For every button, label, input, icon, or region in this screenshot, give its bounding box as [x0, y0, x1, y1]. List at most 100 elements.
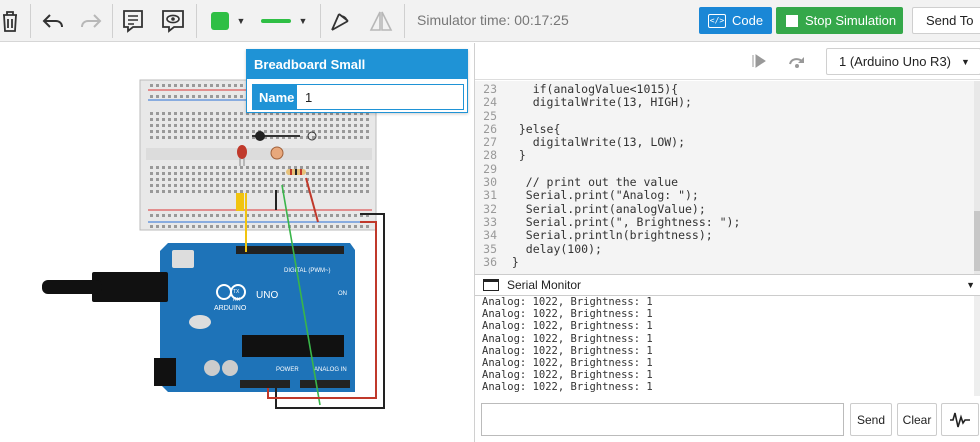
line-number: 30: [483, 175, 497, 190]
analog-header: [300, 380, 350, 388]
code-text: digitalWrite(13, LOW);: [505, 135, 686, 150]
step-over-icon[interactable]: [787, 53, 807, 74]
line-number: 26: [483, 121, 497, 136]
code-line: 33 Serial.print(", Brightness: ");: [475, 214, 975, 229]
stop-simulation-label: Stop Simulation: [805, 13, 897, 28]
delete-icon[interactable]: [0, 6, 20, 36]
chevron-down-icon[interactable]: ▼: [966, 280, 975, 290]
simulator-time: Simulator time: 00:17:25: [417, 12, 569, 28]
clear-button-label: Clear: [902, 412, 932, 427]
capacitor-1: [204, 360, 220, 376]
circuit-canvas[interactable]: UNO ARDUINO DIGITAL (PWM~) POWER ANALOG …: [0, 43, 474, 442]
code-text: Serial.print("Analog: ");: [505, 188, 699, 203]
on-label: ON: [338, 291, 347, 297]
device-select[interactable]: 1 (Arduino Uno R3) ▼: [826, 48, 980, 75]
code-line: 28 }: [475, 148, 975, 163]
inspector-title: Breadboard Small: [247, 50, 467, 79]
slider-component[interactable]: [252, 131, 317, 141]
step-icon[interactable]: [751, 53, 767, 74]
color-picker[interactable]: ▼: [206, 6, 250, 36]
reset-button: [172, 250, 194, 268]
name-input[interactable]: 1: [305, 90, 313, 105]
serial-line: Analog: 1022, Brightness: 1: [482, 332, 653, 345]
line-number: 25: [483, 108, 497, 123]
stop-simulation-button[interactable]: Stop Simulation: [776, 7, 903, 34]
serial-line: Analog: 1022, Brightness: 1: [482, 320, 653, 333]
code-text: if(analogValue<1015){: [505, 82, 679, 96]
serial-monitor-header[interactable]: Serial Monitor ▼: [475, 274, 980, 296]
line-number: 32: [483, 201, 497, 216]
wire-type-picker[interactable]: ▼: [256, 6, 312, 36]
line-number: 29: [483, 161, 497, 176]
arduino-label: ARDUINO: [214, 305, 247, 312]
power-jack: [154, 358, 176, 386]
analog-in-label: ANALOG IN: [314, 367, 347, 373]
crystal: [189, 315, 211, 329]
usb-plug: [42, 280, 102, 294]
editor-scrollbar[interactable]: [974, 81, 980, 313]
notes-icon[interactable]: [120, 6, 146, 36]
serial-scrollbar[interactable]: [974, 296, 980, 396]
clear-button[interactable]: Clear: [897, 403, 937, 436]
chevron-down-icon: ▼: [298, 16, 308, 26]
code-line: 31 Serial.print("Analog: ");: [475, 188, 975, 203]
atmega-chip: [242, 335, 344, 357]
arduino-uno-board[interactable]: UNO ARDUINO DIGITAL (PWM~) POWER ANALOG …: [42, 243, 355, 392]
code-line: 35 delay(100);: [475, 241, 975, 256]
code-icon: </>: [708, 13, 726, 28]
code-button[interactable]: </> Code: [699, 7, 772, 34]
send-button[interactable]: Send: [850, 403, 892, 436]
code-line: 23 if(analogValue<1015){: [475, 82, 975, 96]
graph-button[interactable]: [941, 403, 979, 436]
chevron-down-icon: ▼: [961, 56, 970, 67]
code-line: 26 }else{: [475, 121, 975, 136]
serial-line: Analog: 1022, Brightness: 1: [482, 369, 653, 382]
line-number: 28: [483, 148, 497, 163]
serial-input[interactable]: [481, 403, 844, 436]
wire-type-icon: [260, 19, 291, 23]
photoresistor[interactable]: [270, 146, 284, 160]
serial-monitor-icon: [483, 279, 499, 291]
serial-line: Analog: 1022, Brightness: 1: [482, 381, 653, 394]
visibility-icon[interactable]: [160, 6, 186, 36]
serial-monitor-title: Serial Monitor: [507, 278, 582, 292]
code-text: Serial.print(", Brightness: ");: [505, 214, 741, 229]
stop-icon: [786, 14, 798, 27]
code-text: delay(100);: [505, 241, 602, 256]
code-line: 36 }: [475, 254, 975, 269]
component-inspector: Breadboard Small Name 1: [246, 49, 468, 113]
undo-icon[interactable]: [40, 6, 66, 36]
circuit-drawing: UNO ARDUINO DIGITAL (PWM~) POWER ANALOG …: [42, 79, 385, 409]
code-text: }else{: [505, 121, 561, 136]
power-label: POWER: [276, 367, 299, 373]
rx-label: RX: [233, 297, 241, 303]
redo-icon[interactable]: [78, 6, 104, 36]
wires[interactable]: [245, 177, 385, 409]
code-line: 29: [475, 161, 975, 176]
mirror-icon[interactable]: [366, 6, 396, 36]
line-number: 24: [483, 95, 497, 110]
code-line: 32 Serial.print(analogValue);: [475, 201, 975, 216]
send-to-button[interactable]: Send To: [912, 7, 980, 34]
digital-label: DIGITAL (PWM~): [284, 268, 331, 274]
code-text: // print out the value: [505, 175, 679, 190]
power-header: [240, 380, 290, 388]
code-text: Serial.print(analogValue);: [505, 201, 706, 216]
code-line: 25: [475, 108, 975, 123]
line-number: 31: [483, 188, 497, 203]
line-number: 33: [483, 214, 497, 229]
device-select-value: 1 (Arduino Uno R3): [839, 54, 951, 69]
rotate-icon[interactable]: [326, 6, 356, 36]
color-swatch: [210, 12, 229, 30]
serial-line: Analog: 1022, Brightness: 1: [482, 344, 653, 357]
line-number: 34: [483, 228, 497, 243]
line-number: 36: [483, 254, 497, 269]
usb-cable: [92, 272, 168, 302]
line-number: 23: [483, 82, 497, 96]
serial-line: Analog: 1022, Brightness: 1: [482, 356, 653, 369]
resistor[interactable]: [286, 169, 306, 175]
name-field[interactable]: Name 1: [252, 84, 464, 110]
led[interactable]: [237, 145, 247, 166]
